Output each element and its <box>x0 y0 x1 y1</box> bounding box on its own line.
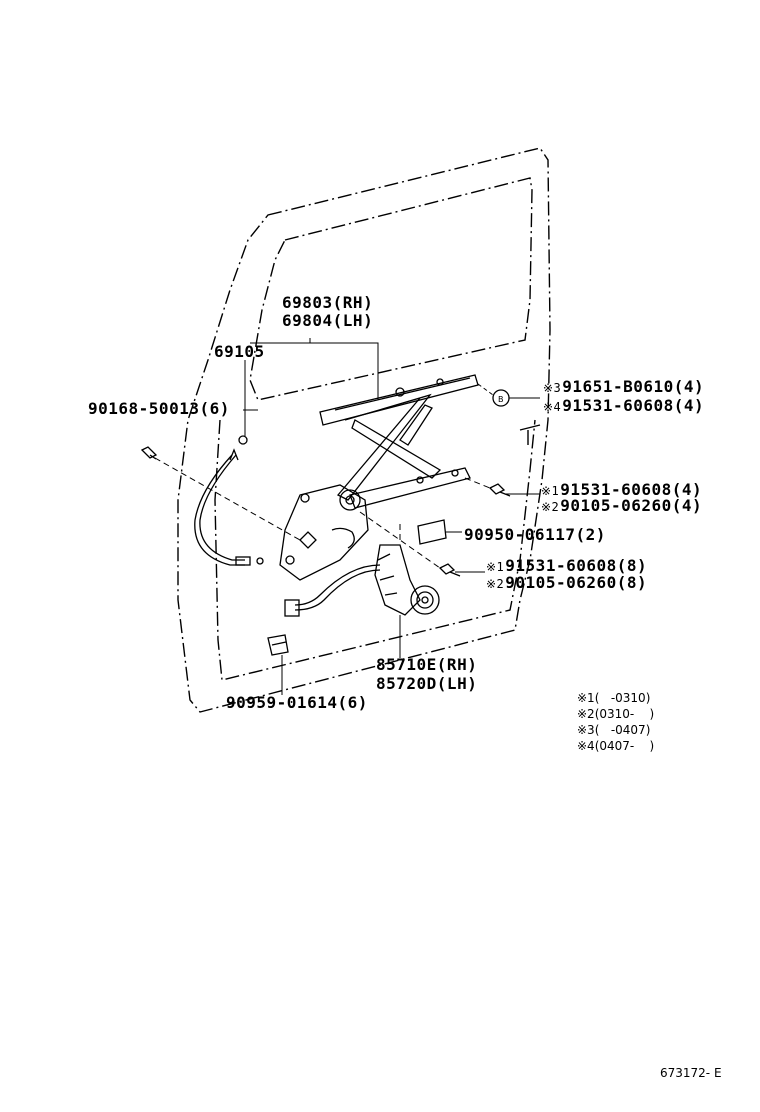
door-edge-detail <box>519 424 541 445</box>
gear-plate <box>279 484 369 581</box>
legend-mark: ※3( <box>577 723 600 737</box>
motor-drum <box>410 585 440 615</box>
part-number: 91531-60608(4) <box>560 480 703 499</box>
upper-rail <box>319 374 479 426</box>
part-label-clip: 90959-01614(6) <box>226 693 368 712</box>
note-mark: ※1 <box>541 484 560 498</box>
legend-item-3: ※3( -0407) <box>577 722 650 738</box>
legend-range: 0310- ) <box>599 707 655 721</box>
note-mark: ※3 <box>543 381 562 395</box>
lower-arm <box>349 467 471 509</box>
clip-part <box>267 634 289 656</box>
part-number: 90105-06260(8) <box>505 573 648 592</box>
part-label-motor-lh: 85720D(LH) <box>376 674 478 693</box>
motor-harness <box>294 564 381 606</box>
legend-mark: ※2( <box>577 707 600 721</box>
part-label-bolt-mid-b: ※290105-06260(4) <box>541 497 702 516</box>
part-label-bolt-low-a: ※191531-60608(8) <box>486 557 647 576</box>
legend-item-1: ※1( -0310) <box>577 690 650 706</box>
leader-bolt-top <box>477 383 494 396</box>
part-label-bolt-top-a: ※391651-B0610(4) <box>543 378 704 397</box>
bolt-low-icon <box>438 563 461 577</box>
part-label-regulator-lh: 69804(LH) <box>282 311 374 330</box>
note-mark: ※2 <box>541 500 560 514</box>
part-label-bolt-top-b: ※491531-60608(4) <box>543 397 704 416</box>
part-label-pad: 90950-06117(2) <box>464 525 606 544</box>
part-label-bolt-left: 90168-50013(6) <box>88 399 230 418</box>
part-label-cable: 69105 <box>214 342 265 361</box>
legend-range: -0310) <box>599 691 651 705</box>
note-mark: ※2 <box>486 577 505 591</box>
part-label-motor-rh: 85710E(RH) <box>376 655 478 674</box>
part-number: 91531-60608(8) <box>505 556 648 575</box>
note-mark: ※1 <box>486 560 505 574</box>
part-number: 90105-06260(4) <box>560 496 703 515</box>
svg-text:B: B <box>498 395 504 404</box>
pad-part <box>417 519 447 545</box>
part-label-bolt-mid-a: ※191531-60608(4) <box>541 481 702 500</box>
note-mark: ※4 <box>543 400 562 414</box>
inner-panel-outline <box>214 419 536 681</box>
part-label-regulator-rh: 69803(RH) <box>282 293 374 312</box>
part-label-bolt-low-b: ※290105-06260(8) <box>486 574 647 593</box>
legend-range: -0407) <box>599 723 651 737</box>
legend-item-4: ※4(0407- ) <box>577 738 654 754</box>
door-outline <box>177 147 551 713</box>
control-cable <box>194 454 245 566</box>
bolt-left-icon <box>140 446 158 460</box>
legend-mark: ※1( <box>577 691 600 705</box>
regulator-assembly: B <box>140 374 511 656</box>
scissor-arm-a <box>336 393 432 501</box>
legend-item-2: ※2(0310- ) <box>577 706 654 722</box>
part-number: 91531-60608(4) <box>562 396 705 415</box>
part-number: 91651-B0610(4) <box>562 377 705 396</box>
legend-mark: ※4( <box>577 739 600 753</box>
window-frame-outline <box>249 177 533 401</box>
leader-regulator <box>250 338 379 400</box>
reference-number: 673172- E <box>660 1066 722 1080</box>
legend-range: 0407- ) <box>599 739 655 753</box>
scissor-arm-b <box>351 419 442 479</box>
scissor-arm-c <box>399 404 433 446</box>
